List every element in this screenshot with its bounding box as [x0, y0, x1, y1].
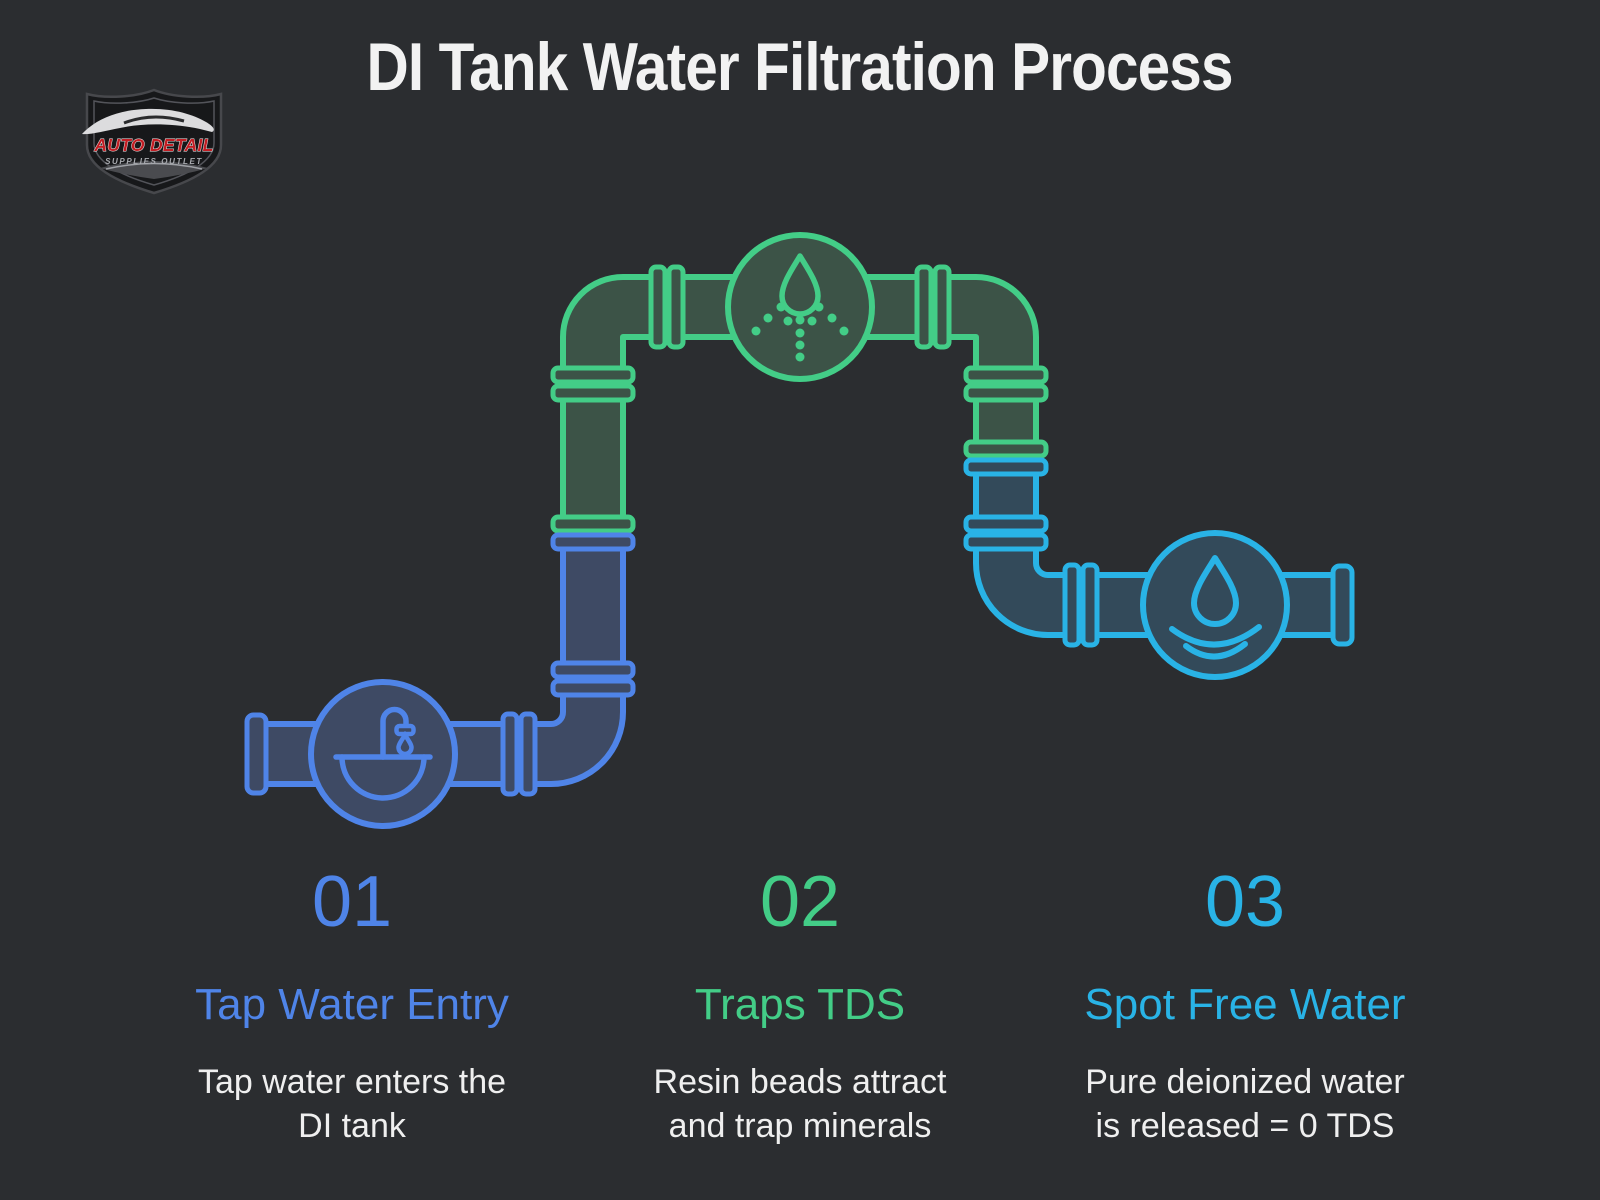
step-description: Pure deionized water is released = 0 TDS: [1085, 1063, 1405, 1145]
pipe-coupling-right-top: [963, 365, 1049, 403]
pipe-coupling-right-transition: [963, 439, 1049, 477]
page-title: DI Tank Water Filtration Process: [0, 30, 1600, 105]
spray-droplet-icon: [751, 253, 849, 362]
pipe-coupling-top-right: [914, 264, 952, 350]
pipe-coupling-left-top: [550, 365, 636, 403]
node-circle: [725, 232, 875, 382]
node-spot-free-water: [1140, 530, 1290, 680]
pipe-end-cap-right: [1330, 563, 1355, 647]
step-label: Tap Water Entry: [195, 980, 509, 1029]
node-filtration: [725, 232, 875, 382]
step-number: 03: [1204, 862, 1286, 942]
pipe-end-cap-left: [244, 712, 269, 796]
step-label: Traps TDS: [694, 980, 906, 1029]
brand-logo-shield-inner-line: [93, 97, 215, 186]
step-label: Spot Free Water: [1084, 980, 1406, 1029]
pipe-coupling-bottom-left: [500, 711, 538, 797]
brand-logo-text-secondary: SUPPLIES OUTLET: [105, 157, 203, 166]
page-title-text: DI Tank Water Filtration Process: [366, 29, 1234, 105]
pipe-run-left-blue-fill: [257, 420, 620, 781]
step-description: Tap water enters the DI tank: [197, 1063, 507, 1145]
step-number: 02: [759, 862, 841, 942]
step-column-2: 02 Traps TDS Resin beads attract and tra…: [560, 866, 1040, 1148]
node-tap-water-entry: [308, 679, 458, 829]
pipe-run-right-cyan-fill: [979, 410, 1342, 632]
node-circle: [1140, 530, 1290, 680]
step-number: 01: [311, 862, 393, 942]
pipe-coupling-right-bottom: [963, 514, 1049, 552]
pipe-coupling-top-left: [648, 264, 686, 350]
droplet-ripple-icon: [1169, 555, 1262, 660]
brand-logo-car-silhouette: [82, 108, 214, 135]
pipe-coupling-left-transition: [550, 514, 636, 552]
step-column-3: 03 Spot Free Water Pure deionized water …: [1005, 866, 1485, 1148]
brand-logo-bottom-swoosh-highlight: [105, 162, 203, 170]
spray-dots: [751, 302, 849, 362]
brand-logo-car-window: [123, 115, 185, 125]
brand-logo: AUTO DETAIL SUPPLIES OUTLET: [82, 88, 223, 195]
pipe-coupling-left-bottom: [550, 660, 636, 698]
pipe-coupling-bottom-right: [1062, 562, 1100, 648]
step-description: Resin beads attract and trap minerals: [653, 1063, 947, 1145]
brand-logo-text-primary: AUTO DETAIL: [93, 135, 213, 155]
step-column-1: 01 Tap Water Entry Tap water enters the …: [112, 866, 592, 1148]
faucet-icon: [333, 706, 433, 801]
